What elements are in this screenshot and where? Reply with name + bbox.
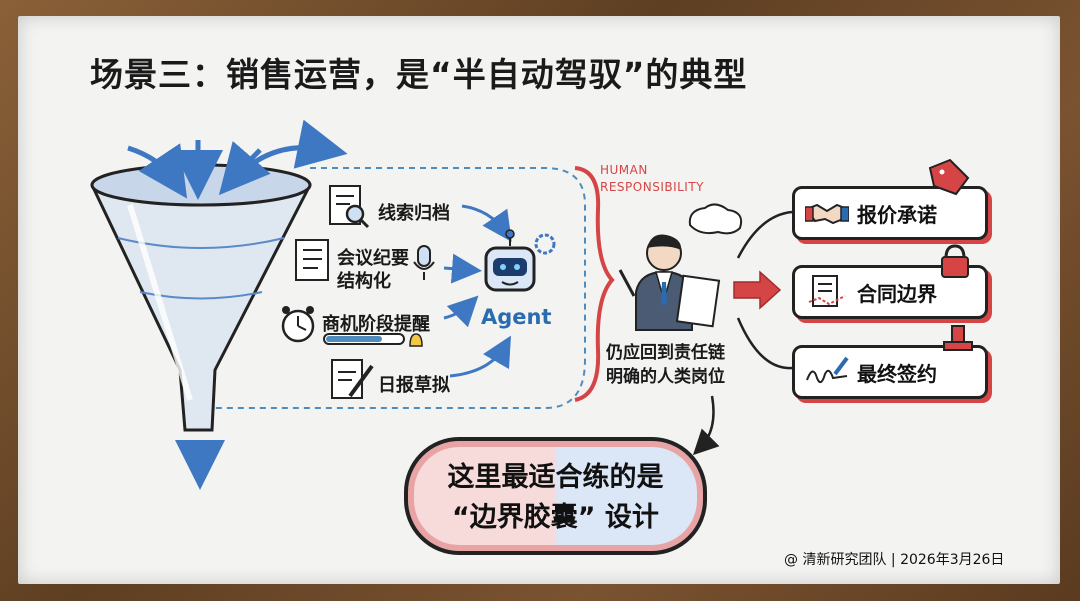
padlock-icon [942,246,968,277]
footer-credit: @ 清新研究团队 | 2026年3月26日 [784,549,1004,569]
boundary-capsule: 这里最适合练的是 “边界胶囊” 设计 [404,437,707,555]
stamp-icon [944,326,972,350]
capsule-line2: “边界胶囊” 设计 [408,495,703,534]
capsule-line1: 这里最适合练的是 [408,455,703,494]
price-tag-icon [930,160,968,194]
